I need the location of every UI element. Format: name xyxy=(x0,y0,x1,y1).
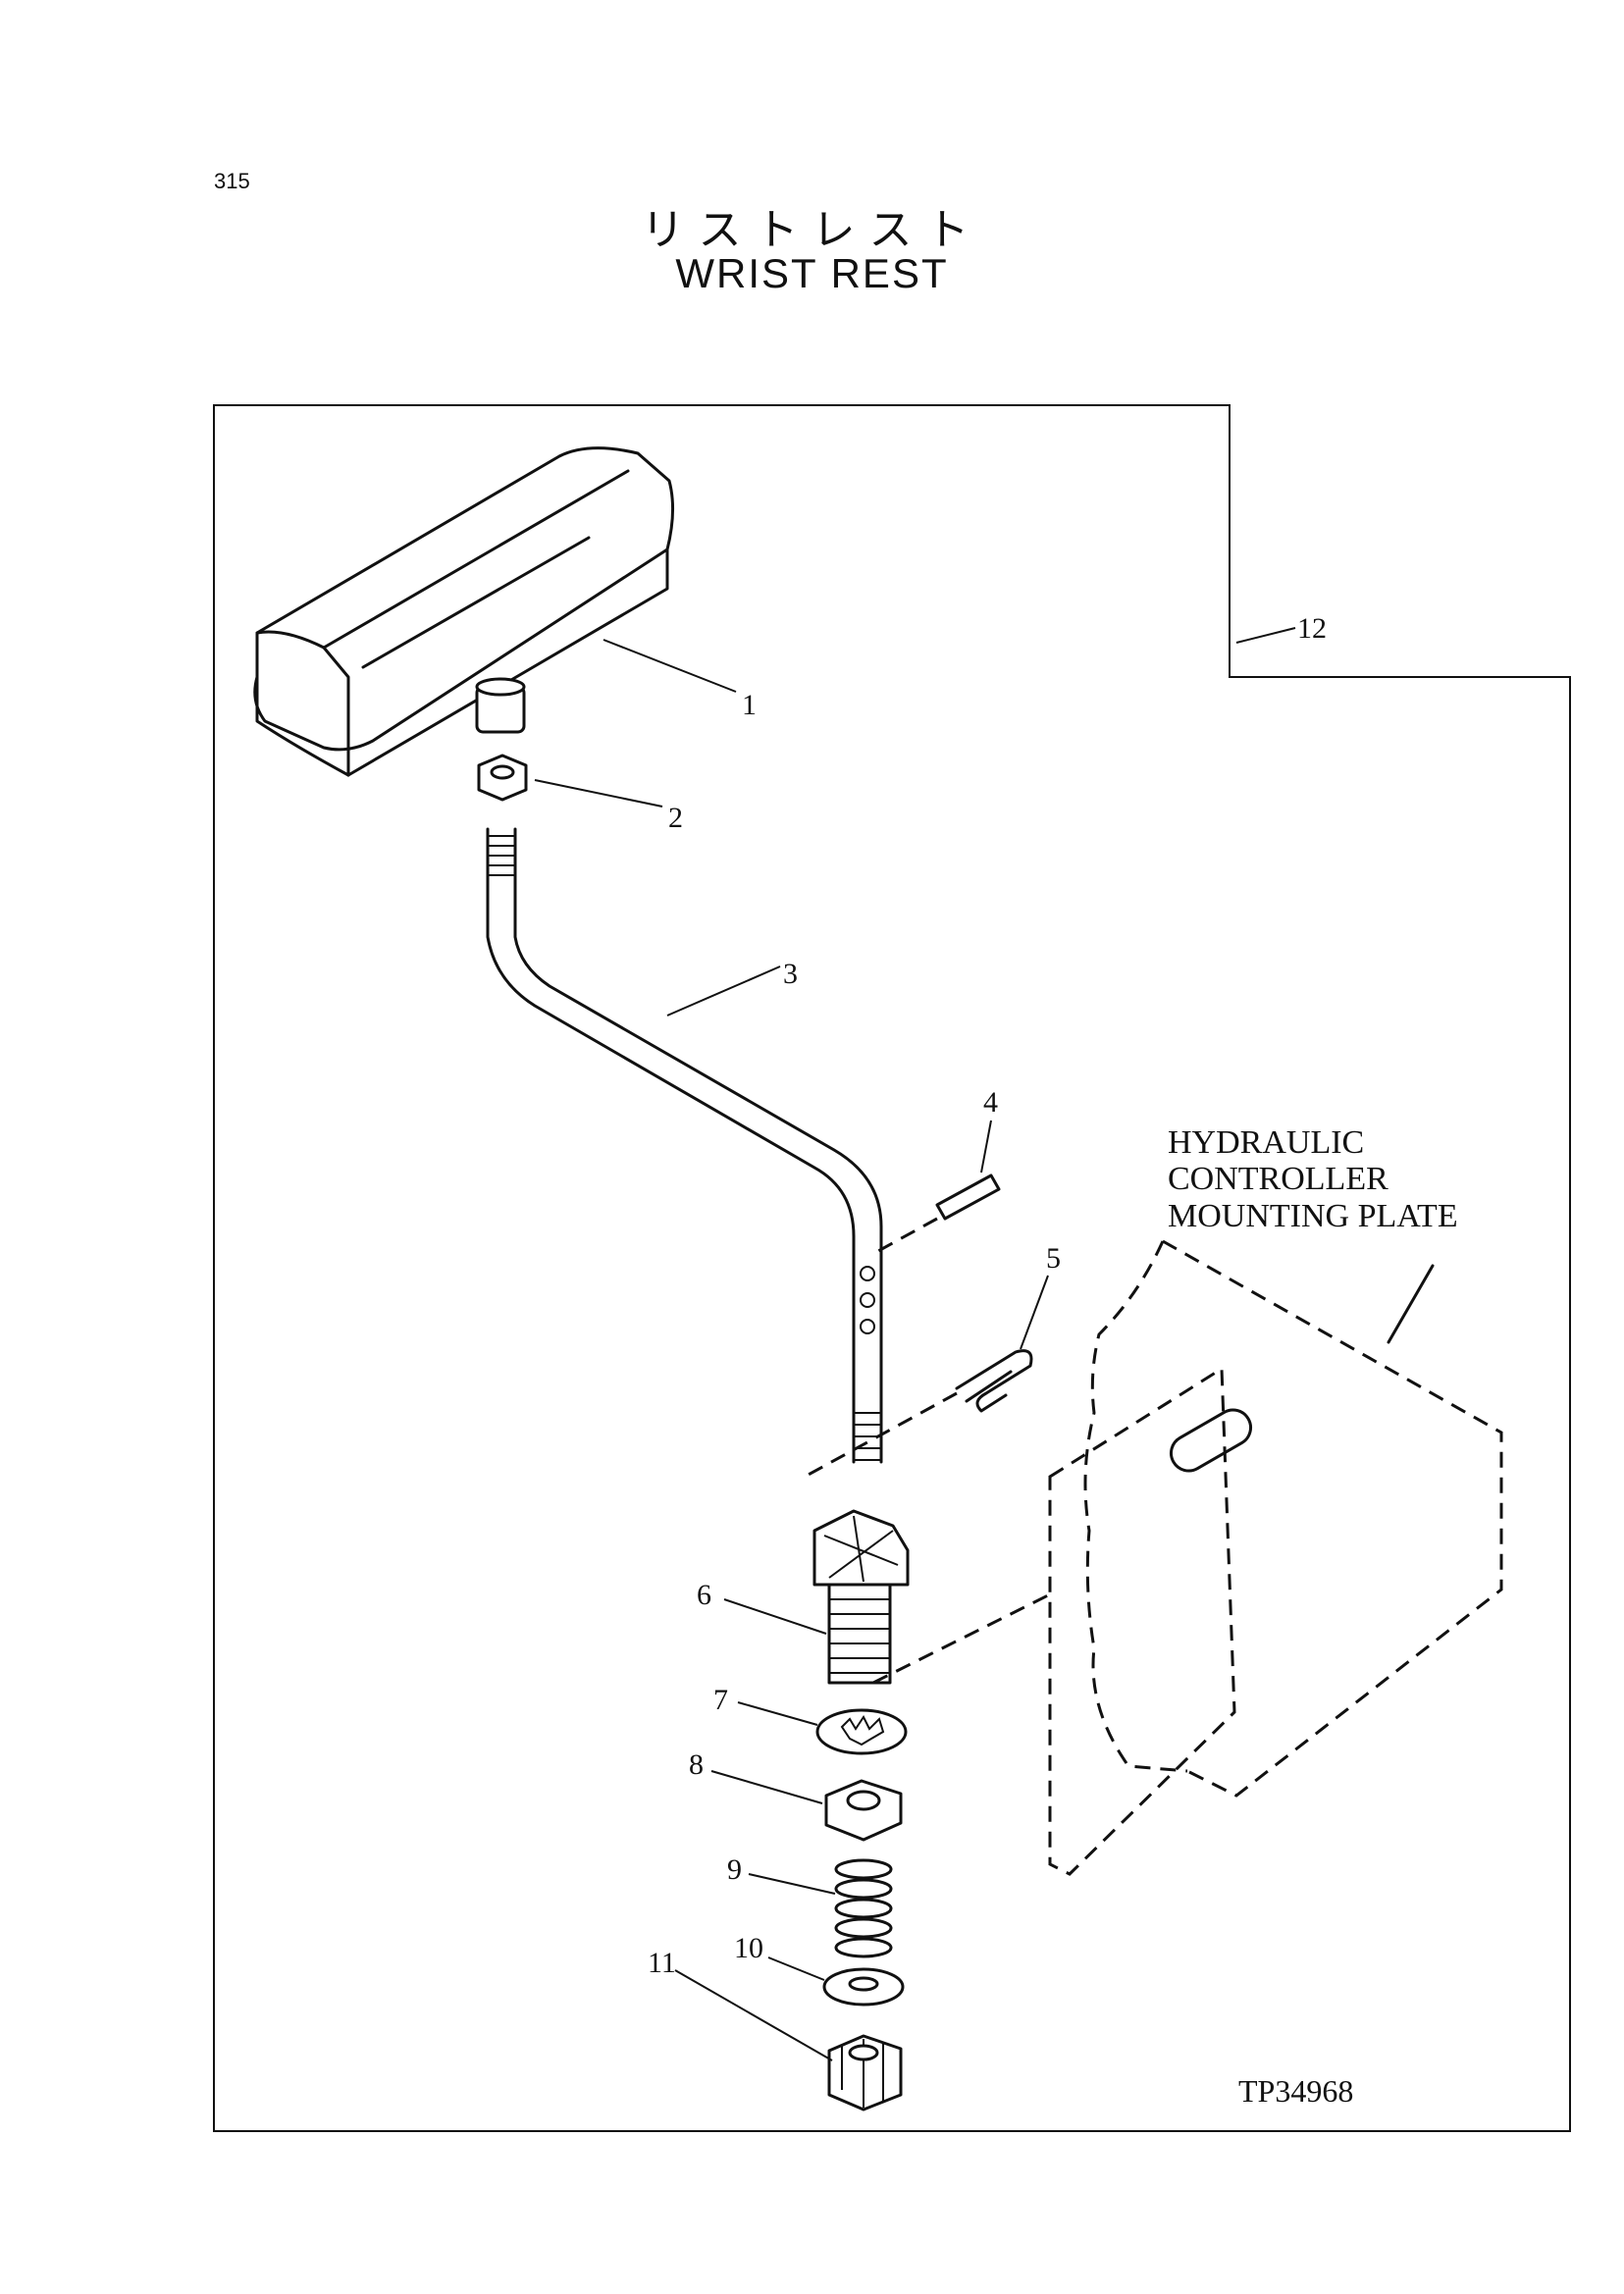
wrist-rest-pad xyxy=(253,446,675,777)
lock-washer-item-7 xyxy=(815,1708,908,1755)
pin-item-4 xyxy=(877,1173,1001,1253)
callout-11: 11 xyxy=(648,1947,676,1979)
bent-rod-item-3 xyxy=(486,827,883,1464)
callout-8: 8 xyxy=(689,1748,704,1781)
callout-2: 2 xyxy=(668,802,683,834)
callout-4: 4 xyxy=(983,1086,998,1119)
callout-5: 5 xyxy=(1046,1242,1061,1275)
callout-12: 12 xyxy=(1297,612,1327,645)
plate-label-line-3: MOUNTING PLATE xyxy=(1168,1198,1458,1234)
plate-label-line-1: HYDRAULIC xyxy=(1168,1124,1364,1161)
callout-10: 10 xyxy=(734,1932,763,1964)
drawing-code: TP34968 xyxy=(1238,2073,1353,2109)
plate-label-line-2: CONTROLLER xyxy=(1168,1161,1388,1197)
title-english: WRIST REST xyxy=(675,250,949,296)
page-number: 315 xyxy=(214,169,250,193)
callout-1: 1 xyxy=(742,689,757,721)
callout-7: 7 xyxy=(713,1684,728,1716)
leader-lines xyxy=(534,627,1296,2061)
nut-item-8 xyxy=(824,1779,903,1842)
bolt-item-6 xyxy=(812,1509,1051,1685)
clip-item-5 xyxy=(804,1349,1033,1479)
callout-3: 3 xyxy=(783,958,798,990)
mounting-plate xyxy=(1048,1239,1503,1876)
spring-item-9 xyxy=(834,1858,893,1958)
title-japanese: リストレスト xyxy=(641,205,983,255)
callout-6: 6 xyxy=(697,1579,711,1611)
callout-9: 9 xyxy=(727,1853,742,1886)
diagram-frame xyxy=(213,404,1571,2132)
nut-item-2 xyxy=(477,754,528,802)
flat-washer-item-10 xyxy=(822,1967,905,2007)
castle-nut-item-11 xyxy=(827,2034,903,2112)
